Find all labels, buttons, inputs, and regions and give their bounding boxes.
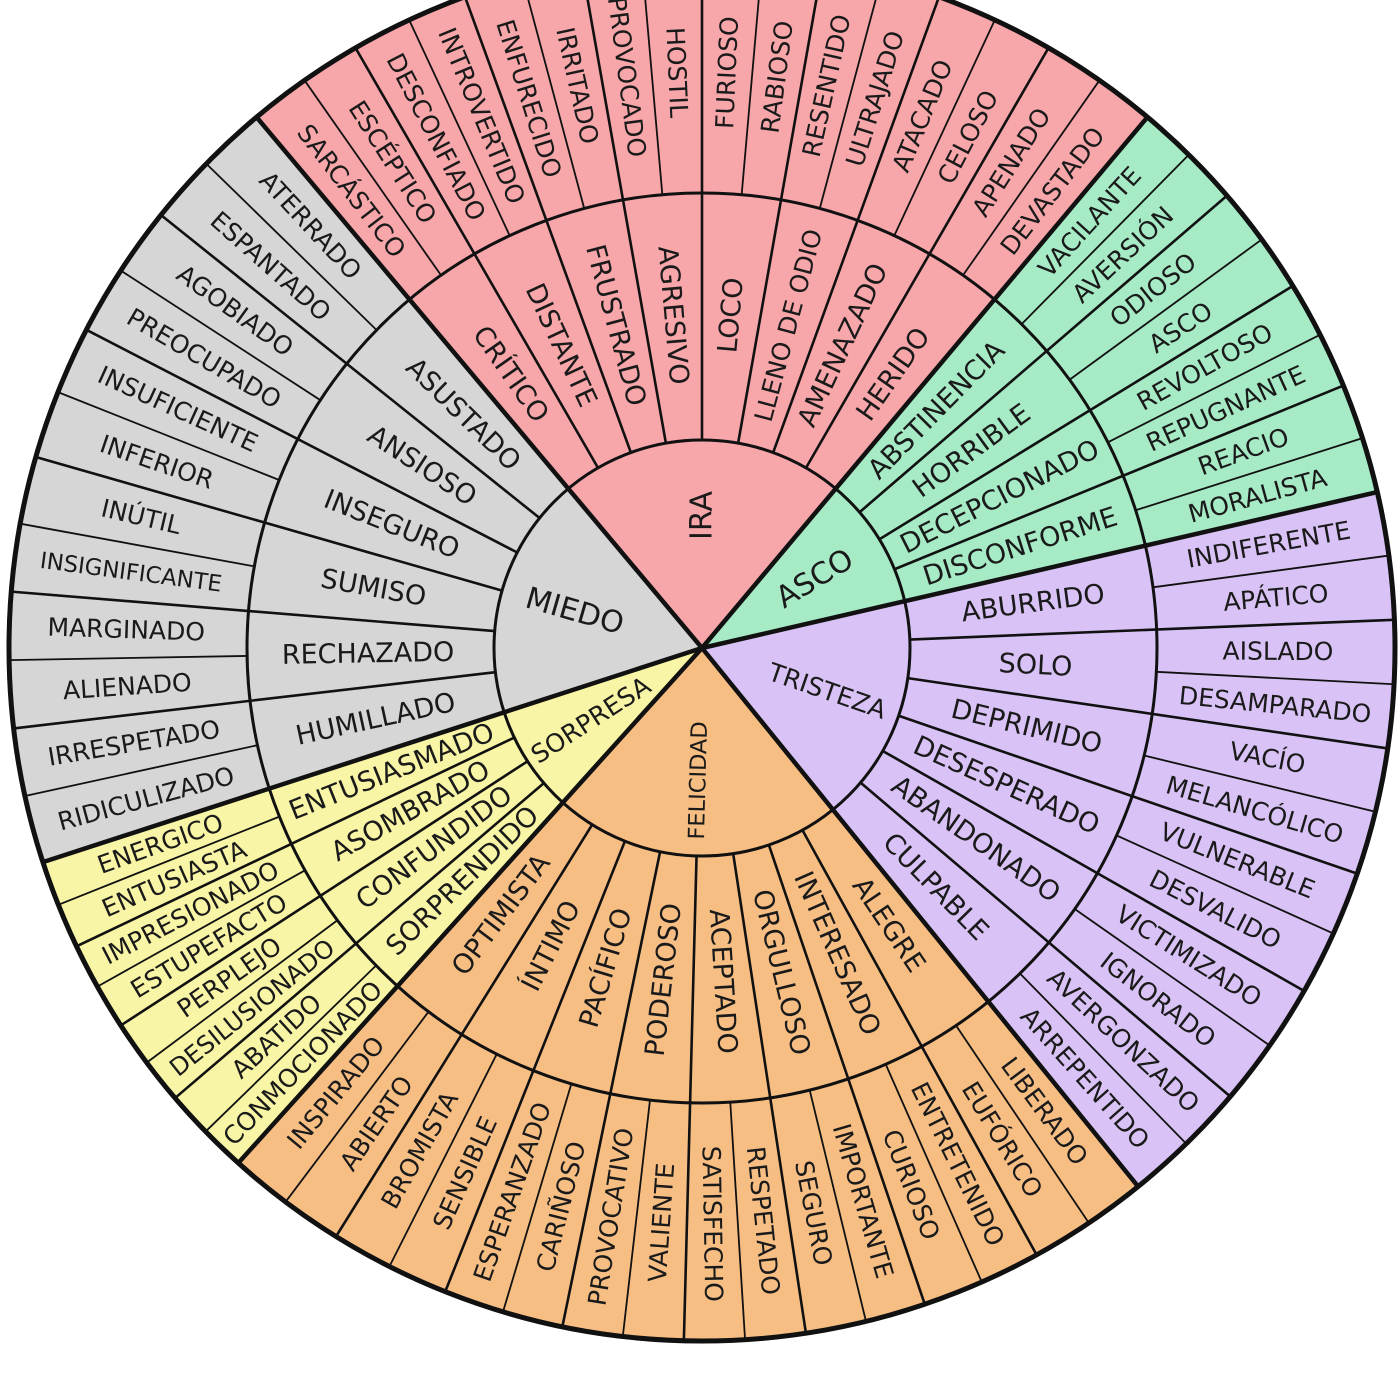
tertiary-divider: [1152, 554, 1389, 589]
tertiary-divider: [1019, 972, 1187, 1145]
secondary-divider: [586, 0, 668, 444]
tertiary-divider: [9, 655, 248, 661]
tertiary-divider: [1068, 238, 1263, 381]
tertiary-divider: [1107, 333, 1321, 444]
secondary-label: RECHAZADO: [282, 637, 455, 671]
secondary-divider: [767, 844, 926, 1305]
primary-divider: [236, 646, 704, 1165]
tertiary-divider: [388, 1053, 498, 1267]
secondary-divider: [859, 781, 1232, 1098]
ring: [245, 191, 1159, 1105]
secondary-divider: [731, 853, 808, 1334]
tertiary-divider: [20, 522, 255, 568]
secondary-label: LOCO: [712, 276, 749, 354]
secondary-divider: [561, 851, 662, 1328]
tertiary-divider: [303, 79, 442, 276]
tertiary-divider: [146, 919, 338, 1064]
sector-asco: [702, 117, 1378, 648]
tertiary-divider: [893, 19, 996, 237]
secondary-divider: [35, 455, 503, 592]
secondary-divider: [75, 736, 515, 948]
tertiary-divider: [57, 391, 280, 481]
secondary-divider: [334, 823, 594, 1238]
tertiary-divider: [818, 0, 877, 209]
ring: [492, 438, 912, 858]
core-label-ira: IRA: [685, 491, 720, 540]
tertiary-divider: [1020, 154, 1190, 325]
secondary-divider: [120, 760, 529, 1027]
secondary-divider: [878, 284, 1294, 541]
tertiary-divider: [24, 744, 258, 797]
tertiary-label: SATISFECHO: [696, 1146, 728, 1303]
secondary-divider: [11, 590, 495, 633]
secondary-divider: [354, 47, 600, 469]
core-label-felicidad: FELICIDAD: [684, 721, 713, 840]
tertiary-divider: [1143, 754, 1376, 813]
tertiary-divider: [644, 0, 664, 195]
sector-felicidad: [238, 648, 1139, 1342]
secondary-divider: [907, 676, 1388, 750]
tertiary-divider: [204, 964, 377, 1133]
outer-ring: [6, 0, 1398, 1344]
primary-divider: [700, 115, 1150, 650]
tertiary-divider: [205, 163, 378, 331]
tertiary-divider: [1156, 670, 1395, 686]
tertiary-divider: [740, 0, 760, 195]
secondary-divider: [464, 0, 633, 453]
tertiary-label: FURIOSO: [710, 16, 744, 130]
tertiary-divider: [120, 269, 321, 401]
primary-divider: [254, 115, 704, 650]
tertiary-divider: [527, 0, 586, 209]
secondary-divider: [443, 840, 627, 1293]
secondary-divider: [13, 670, 496, 730]
secondary-divider: [682, 855, 698, 1341]
secondary-divider: [736, 0, 818, 444]
secondary-divider: [894, 384, 1344, 571]
tertiary-divider: [96, 869, 306, 988]
secondary-divider: [858, 194, 1228, 514]
tertiary-divider: [502, 1083, 573, 1313]
sector-miedo: [9, 117, 702, 863]
secondary-divider: [882, 749, 1305, 993]
tertiary-divider: [58, 815, 280, 906]
tertiary-label: MARGINADO: [47, 613, 205, 647]
tertiary-divider: [408, 19, 511, 237]
tertiary-divider: [621, 1099, 651, 1337]
secondary-divider: [804, 47, 1050, 469]
secondary-divider: [85, 328, 518, 554]
secondary-divider: [909, 618, 1395, 641]
tertiary-divider: [284, 1011, 430, 1203]
secondary-divider: [771, 0, 940, 453]
tertiary-divider: [1116, 834, 1334, 935]
secondary-divider: [160, 214, 541, 520]
primary-divider: [700, 646, 1140, 1188]
secondary-divider: [898, 714, 1358, 875]
tertiary-divider: [729, 1102, 746, 1340]
tertiary-divider: [962, 79, 1101, 276]
tertiary-label: HOSTIL: [660, 26, 693, 118]
tertiary-divider: [955, 1024, 1090, 1224]
secondary-label: SOLO: [998, 648, 1073, 683]
secondary-divider: [801, 829, 1038, 1256]
secondary-divider: [174, 782, 545, 1100]
tertiary-divider: [1135, 437, 1363, 512]
tertiary-divider: [1074, 908, 1271, 1047]
tertiary-label: AISLADO: [1222, 637, 1333, 667]
primary-divider: [701, 489, 1378, 651]
tertiary-divider: [808, 1089, 867, 1322]
separators: [6, 0, 1398, 1344]
tertiary-divider: [884, 1063, 983, 1283]
primary-divider: [42, 645, 703, 865]
